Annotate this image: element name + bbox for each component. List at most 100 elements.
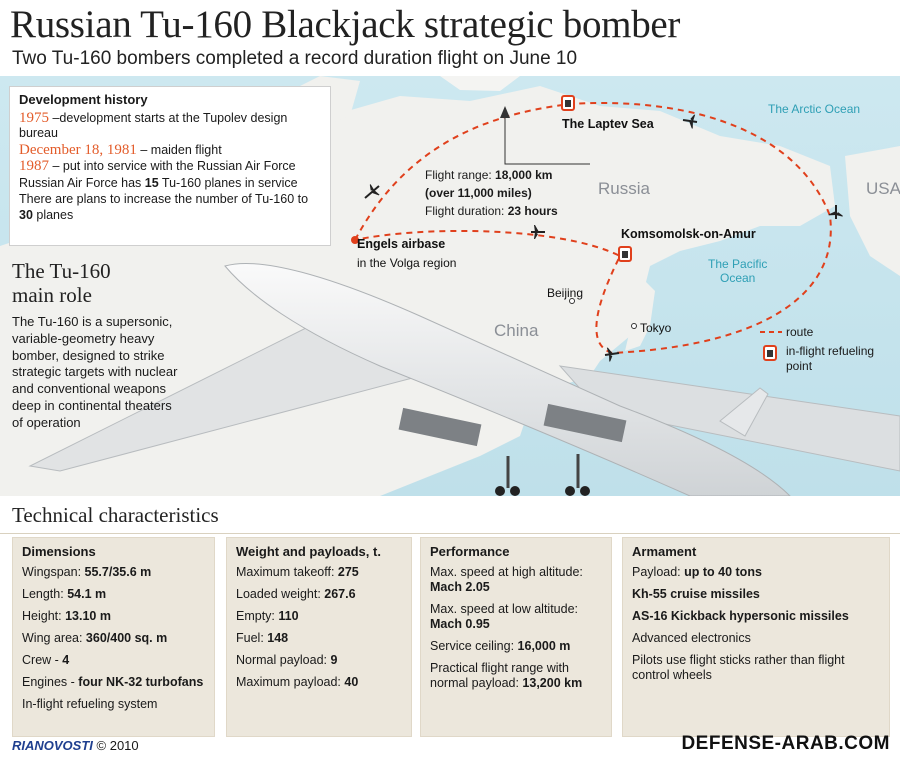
arm-missile-kh55: Kh-55 cruise missiles [632,587,760,601]
perf-ceiling: Service ceiling: 16,000 m [430,639,602,654]
history-year: 1987 [19,158,49,174]
ceiling-label: Service ceiling: [430,639,518,653]
dim-row: Height: 13.10 m [22,609,205,624]
history-year: 1975 [19,109,49,126]
weight-value: 40 [344,675,359,689]
arm-missile-as16: AS-16 Kickback hypersonic missiles [632,609,849,623]
legend-route: route [786,325,814,339]
role-description: The Tu-160 is a supersonic, variable-geo… [12,314,178,430]
dim-value: 4 [62,653,70,667]
history-item-1975: 1975 –development starts at the Tupolev … [19,109,321,142]
dim-row: Wingspan: 55.7/35.6 m [22,565,205,580]
tech-title: Technical characteristics [12,503,219,527]
weight-label: Maximum takeoff: [236,565,338,579]
service-pre: Russian Air Force has [19,175,145,190]
history-item-1987: 1987 – put into service with the Russian… [19,158,321,175]
weight-value: 148 [267,631,289,645]
perf-range-value: 13,200 km [522,676,583,690]
history-text: – maiden flight [136,142,222,157]
legend-refuel: in-flight refueling point [786,344,874,374]
label-beijing: Beijing [547,286,584,300]
weight-heading: Weight and payloads, t. [236,544,381,559]
pacific-line2: Ocean [720,271,756,285]
role-title: The Tu-160 main role [12,259,111,307]
label-pacific-ocean: The Pacific Ocean [708,257,767,285]
duration-value: 23 hours [507,204,558,218]
perf-low-label: Max. speed at low altitude: [430,602,578,616]
range-miles: (over 11,000 miles) [425,184,558,202]
perf-low-value: Mach 0.95 [430,617,490,631]
copyright-text: © 2010 [92,738,139,753]
label-arctic-ocean: The Arctic Ocean [768,102,861,116]
perf-range-label: Practical flight range with normal paylo… [430,661,569,690]
dim-value: 55.7/35.6 m [84,565,152,579]
flight-route [353,102,832,355]
history-service: Russian Air Force has 15 Tu-160 planes i… [19,176,321,192]
weight-row: Empty: 110 [236,609,402,624]
arm-payload: Payload: up to 40 tons [632,565,880,580]
development-history-box: Development history 1975 –development st… [9,86,331,246]
dim-label: Wing area: [22,631,86,645]
history-year: December 18, 1981 [19,141,137,158]
weight-label: Fuel: [236,631,268,645]
weight-value: 110 [278,609,299,623]
weight-label: Empty: [236,609,279,623]
dim-label: Crew - [22,653,63,667]
perf-range: Practical flight range with normal paylo… [430,661,602,691]
dimensions-heading: Dimensions [22,544,96,559]
label-china: China [494,321,539,340]
dim-label: Engines - [22,675,79,689]
weight-row: Maximum takeoff: 275 [236,565,402,580]
label-usa: USA [866,179,900,198]
ceiling-value: 16,000 m [517,639,571,653]
dim-value: 13.10 m [65,609,111,623]
weight-row: Fuel: 148 [236,631,402,646]
performance-heading: Performance [430,544,510,559]
plan-post: planes [32,207,74,222]
weight-label: Normal payload: [236,653,331,667]
history-plan: There are plans to increase the number o… [19,192,321,223]
perf-high-label: Max. speed at high altitude: [430,565,583,579]
legend-refuel-line2: point [786,359,813,373]
duration-label: Flight duration: [425,204,508,218]
tech-divider [0,533,900,534]
history-text: –development starts at the Tupolev desig… [19,110,288,141]
dim-row: In-flight refueling system [22,697,205,712]
footer-site[interactable]: DEFENSE-ARAB.COM [681,733,890,754]
panel-armament: Armament Payload: up to 40 tons Kh-55 cr… [622,537,890,737]
dim-label: In-flight refueling system [22,697,158,711]
agency-logo: RIANOVOSTI [12,738,93,753]
history-item-1981: December 18, 1981 – maiden flight [19,141,321,159]
page-subtitle: Two Tu-160 bombers completed a record du… [12,48,578,69]
plan-num: 30 [19,207,33,222]
panel-dimensions: Dimensions Wingspan: 55.7/35.6 m Length:… [12,537,215,737]
range-miles-value: (over 11,000 miles) [425,186,532,200]
arm-payload-value: up to 40 tons [684,565,762,579]
arm-payload-label: Payload: [632,565,685,579]
history-heading: Development history [19,92,148,107]
world-map [0,76,900,496]
pacific-line1: The Pacific [708,257,768,271]
dim-row: Crew - 4 [22,653,205,668]
weight-value: 9 [330,653,338,667]
label-tokyo: Tokyo [640,321,672,335]
dim-row: Wing area: 360/400 sq. m [22,631,205,646]
weight-value: 275 [337,565,359,579]
weight-label: Maximum payload: [236,675,345,689]
refuel-point-laptev [561,95,575,111]
plan-pre: There are plans to increase the number o… [19,192,309,206]
armament-heading: Armament [632,544,697,559]
dim-row: Length: 54.1 m [22,587,205,602]
flight-range: Flight range: 18,000 km [425,166,558,184]
weight-value: 267.6 [324,587,356,601]
footer-copyright: RIANOVOSTI © 2010 [12,738,139,753]
weight-row: Loaded weight: 267.6 [236,587,402,602]
flight-range-info: Flight range: 18,000 km (over 11,000 mil… [425,166,558,220]
dim-label: Height: [22,609,66,623]
refuel-point-komsomolsk [618,246,632,262]
label-komsomolsk: Komsomolsk-on-Amur [621,227,756,241]
role-title-line1: The Tu-160 [12,259,111,283]
panel-weight: Weight and payloads, t. Maximum takeoff:… [226,537,412,737]
arm-electronics: Advanced electronics [632,631,751,645]
weight-row: Maximum payload: 40 [236,675,402,690]
